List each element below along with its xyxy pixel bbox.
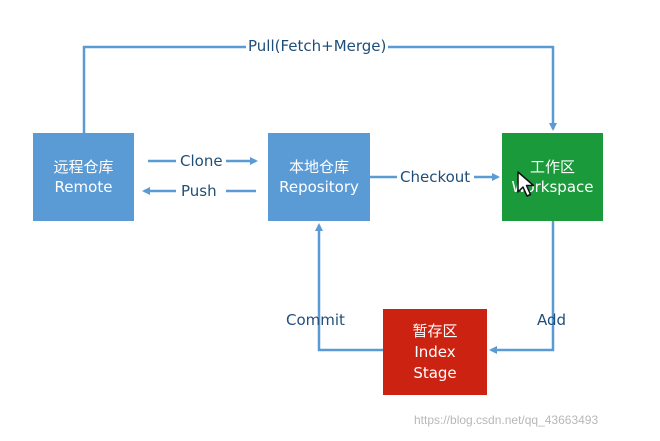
stage-label-zh: 暂存区: [412, 321, 458, 340]
repository-label-en: Repository: [279, 178, 359, 196]
checkout-label: Checkout: [400, 168, 471, 186]
repository-label-zh: 本地仓库: [288, 157, 349, 176]
pull-arrow: [82, 45, 557, 133]
clone-label: Clone: [180, 152, 223, 170]
repository-node: 本地仓库 Repository: [268, 133, 370, 221]
stage-label-index: Index: [414, 342, 456, 361]
remote-label-zh: 远程仓库: [53, 157, 114, 176]
commit-arrow: [315, 223, 383, 352]
watermark-url: https://blog.csdn.net/qq_43663493: [414, 413, 599, 427]
add-arrow: [489, 221, 555, 354]
stage-label-stage: Stage: [413, 363, 457, 382]
push-label: Push: [181, 182, 217, 200]
stage-node: 暂存区 Index Stage: [383, 309, 487, 395]
mouse-pointer-icon: [517, 171, 535, 197]
pull-label: Pull(Fetch+Merge): [246, 37, 389, 55]
workspace-label-zh: 工作区: [529, 157, 575, 176]
workspace-label-en: Workspace: [511, 178, 594, 196]
workspace-node: 工作区 Workspace: [502, 133, 603, 221]
remote-label-en: Remote: [54, 178, 113, 196]
add-label: Add: [537, 311, 567, 329]
commit-label: Commit: [286, 311, 345, 329]
remote-node: 远程仓库 Remote: [33, 133, 134, 221]
